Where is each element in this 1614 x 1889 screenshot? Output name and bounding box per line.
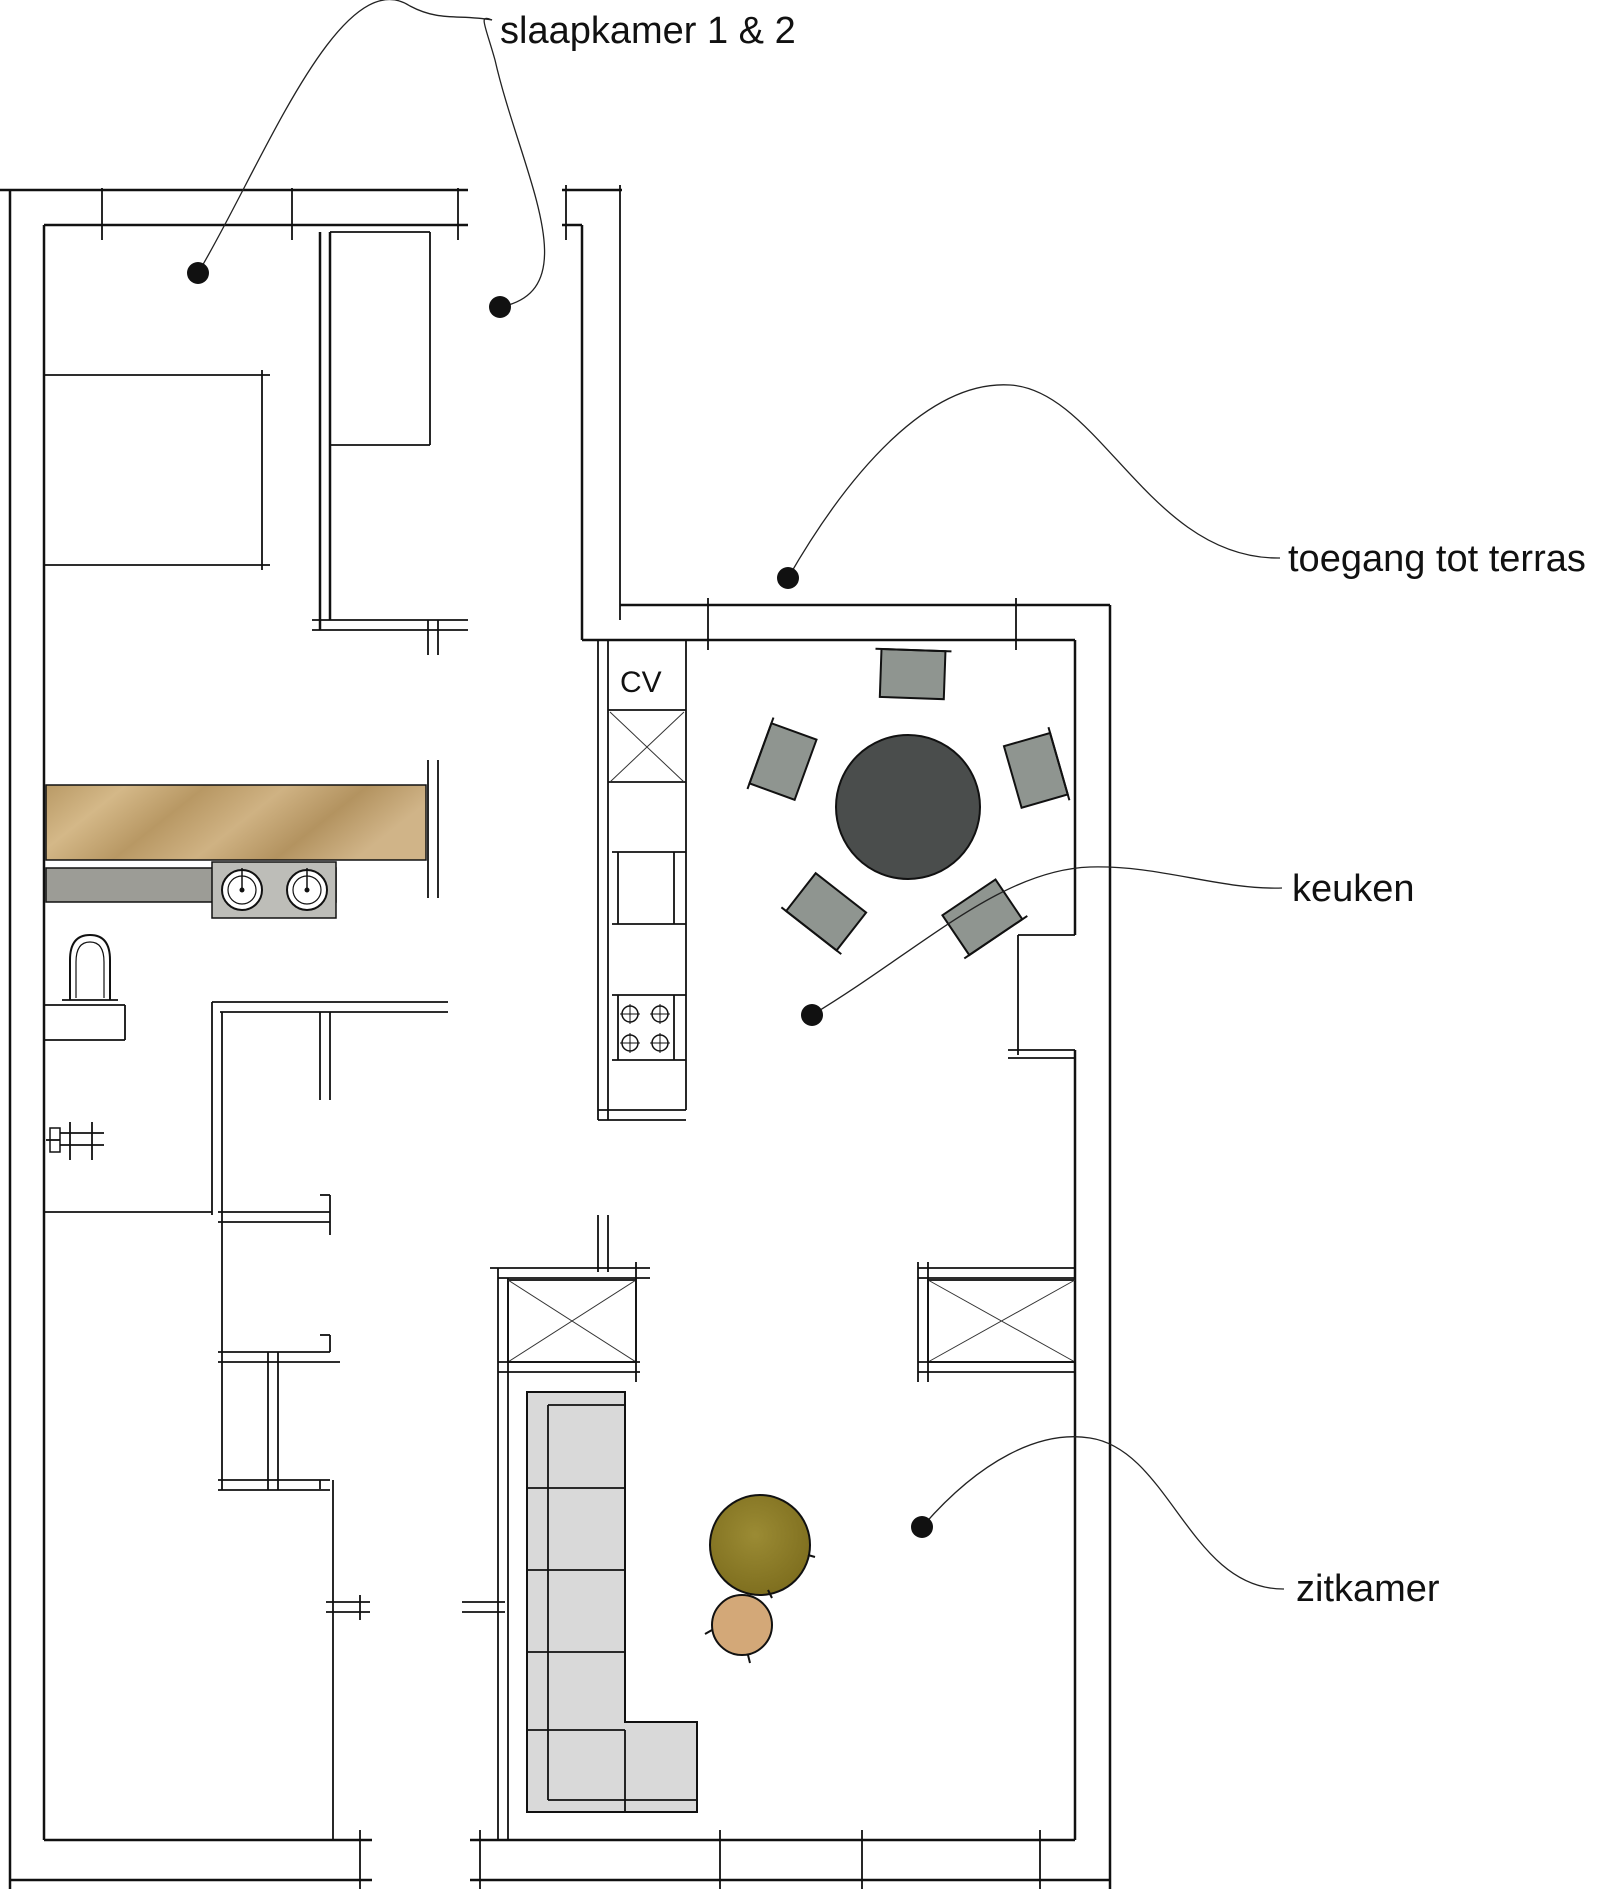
- marker-keuken: [801, 1004, 823, 1026]
- marker-terras: [777, 567, 799, 589]
- side-table-large: [709, 1494, 811, 1596]
- side-tables: [704, 1494, 816, 1664]
- exterior-walls: [0, 185, 1112, 1889]
- label-leaders: [197, 0, 1285, 1590]
- corner-sofa: [526, 1391, 698, 1813]
- sink-right: [286, 868, 328, 911]
- label-keuken: keuken: [1292, 868, 1415, 910]
- chair: [1002, 726, 1071, 809]
- label-terras: toegang tot terras: [1288, 538, 1586, 580]
- wall-recess: [1008, 934, 1075, 1059]
- interior-partitions: [44, 1001, 505, 1840]
- chair: [875, 647, 952, 701]
- toilet-icon: [44, 933, 126, 1041]
- bedroom-area: [44, 231, 468, 655]
- label-slaapkamer: slaapkamer 1 & 2: [500, 10, 796, 52]
- column-left: [490, 1215, 650, 1840]
- label-zitkamer: zitkamer: [1296, 1568, 1440, 1610]
- side-table-small: [711, 1594, 773, 1656]
- column-right: [917, 1262, 1076, 1382]
- dining-table: [835, 734, 981, 880]
- chair: [941, 878, 1028, 960]
- sink-left: [221, 868, 263, 911]
- marker-slaapkamer-1: [187, 262, 209, 284]
- wood-counter: [45, 784, 427, 861]
- marker-slaapkamer-2: [489, 296, 511, 318]
- room-markers: [187, 262, 933, 1538]
- kitchen-counter: CV: [597, 640, 687, 1121]
- stove-icon: [620, 1004, 670, 1053]
- dining-set: [746, 647, 1071, 960]
- bathroom: [44, 760, 439, 1160]
- chair: [780, 871, 868, 955]
- shower-tap-icon: [46, 1122, 104, 1160]
- cv-label: CV: [620, 666, 662, 699]
- chair: [746, 717, 818, 802]
- marker-zitkamer: [911, 1516, 933, 1538]
